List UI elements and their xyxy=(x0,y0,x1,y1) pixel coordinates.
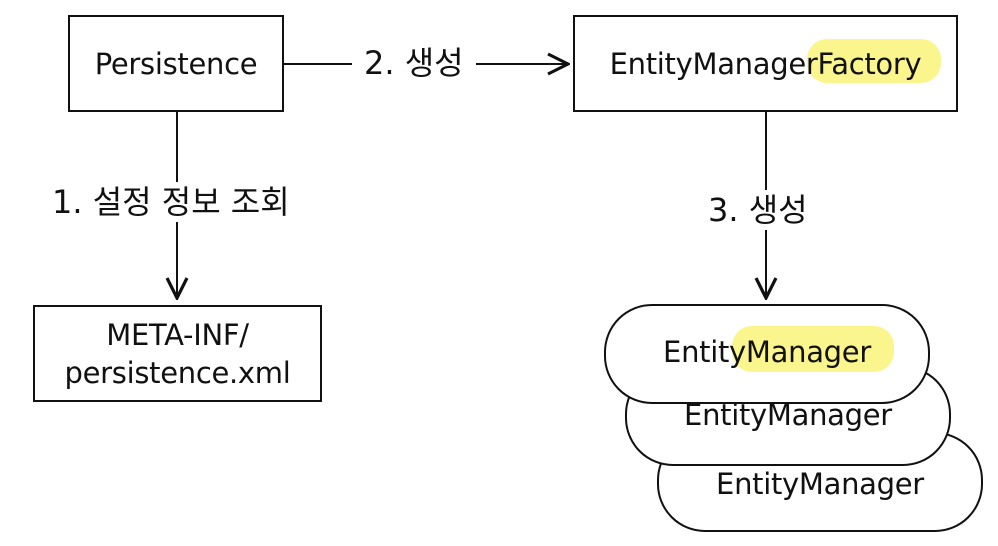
meta-inf-label: META-INF/ persistence.xml xyxy=(64,316,290,392)
emf-label-prefix: EntityManager xyxy=(609,46,818,81)
entity-manager-factory-node: EntityManagerFactory xyxy=(573,15,958,112)
meta-inf-line1: META-INF/ xyxy=(106,317,249,352)
em-front-part-b: Manager xyxy=(745,335,871,369)
factory-highlight xyxy=(807,39,941,83)
entity-manager-front-label: EntityManager xyxy=(663,335,871,369)
meta-inf-persistence-xml-node: META-INF/ persistence.xml xyxy=(33,305,322,402)
emf-label-suffix: Factory xyxy=(817,46,922,81)
persistence-node: Persistence xyxy=(68,15,284,112)
meta-inf-line2: persistence.xml xyxy=(64,355,291,390)
edge-label-step1: 1. 설정 정보 조회 xyxy=(52,182,290,222)
edge-label-step3: 3. 생성 xyxy=(708,190,808,230)
persistence-label: Persistence xyxy=(94,46,258,81)
entity-manager-factory-label: EntityManagerFactory xyxy=(610,47,922,81)
em-front-part-a: Entity xyxy=(663,335,746,369)
entity-manager-node-front: EntityManager xyxy=(604,304,930,404)
manager-highlight xyxy=(732,326,894,372)
entity-manager-back-label: EntityManager xyxy=(716,467,924,501)
edge-label-step2: 2. 생성 xyxy=(352,47,476,79)
